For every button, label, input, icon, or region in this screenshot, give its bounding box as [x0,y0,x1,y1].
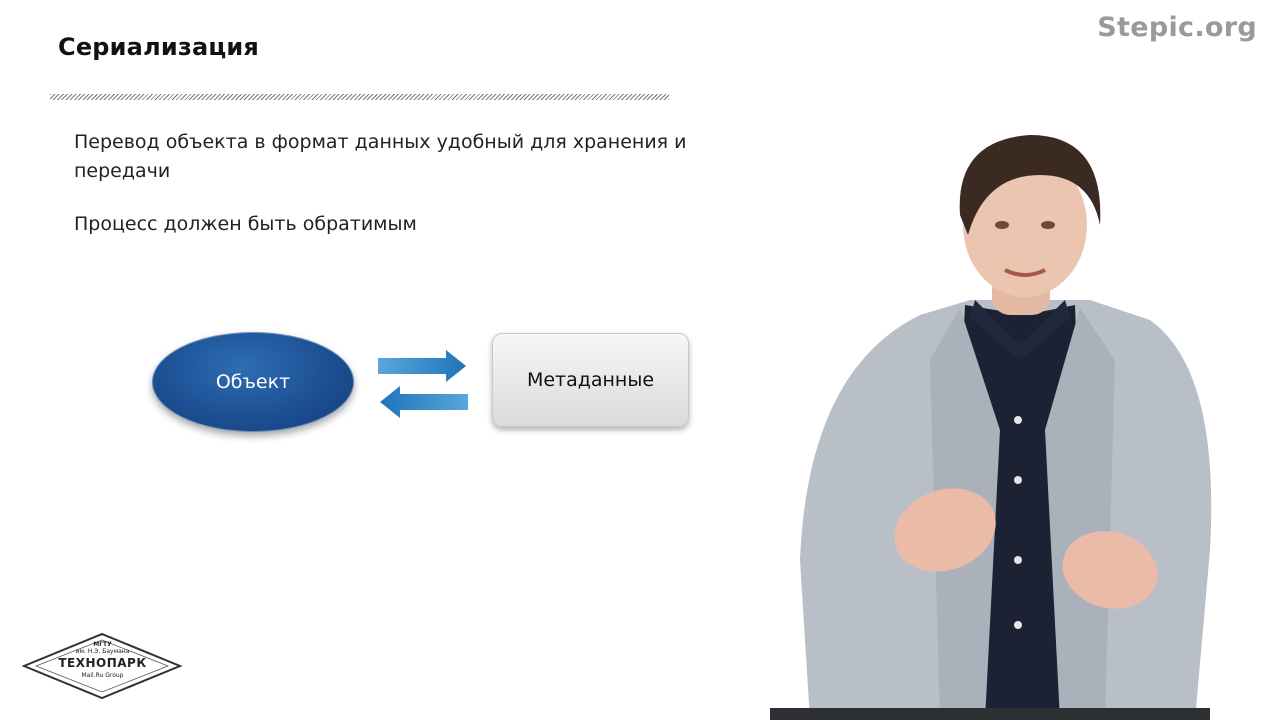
object-node-label: Объект [215,371,291,393]
title-divider [50,94,669,100]
arrow-left-icon [380,386,468,418]
logo-line-bauman: им. Н.Э. Баумана [75,648,130,655]
technopark-logo [21,632,183,700]
bullet-definition: Перевод объекта в формат данных удобный … [74,131,687,182]
bullet-reversible: Процесс должен быть обратимым [74,213,417,235]
bidirectional-arrows-icon [378,350,468,418]
serialization-diagram: Объект Метаданные [140,320,710,450]
metadata-node: Метаданные [492,333,689,427]
slide-title: Сериализация [58,33,260,61]
stepic-watermark: Stepic.org [1097,12,1257,43]
logo-line-mgtu: МГТУ [93,641,112,648]
presenter-video [770,135,1212,720]
metadata-node-label: Метаданные [526,369,655,391]
object-node: Объект [152,332,354,432]
logo-line-mailru: Mail.Ru Group [81,672,124,679]
logo-line-technopark: ТЕХНОПАРК [58,656,147,670]
arrow-right-icon [378,350,466,382]
